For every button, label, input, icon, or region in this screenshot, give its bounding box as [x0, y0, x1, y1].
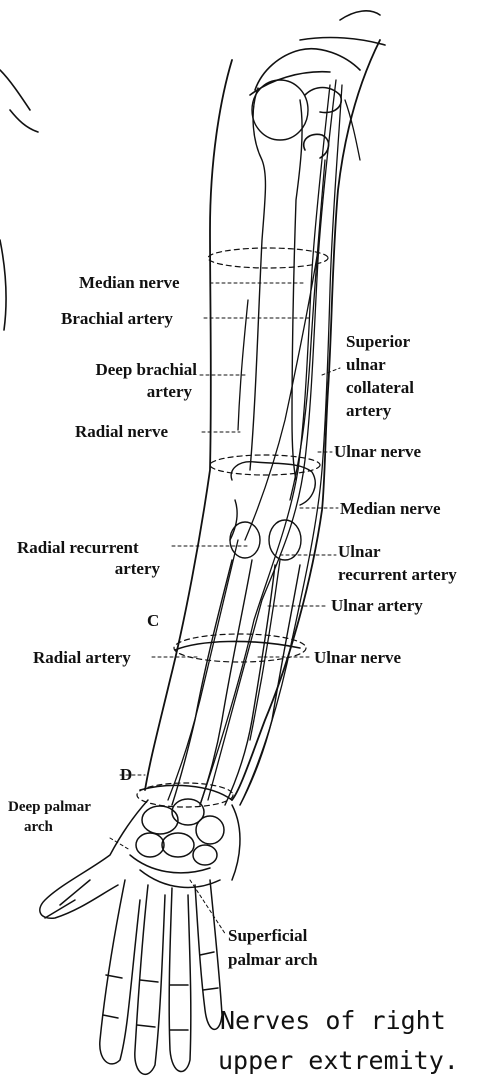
label-ulnar-nerve-lower: Ulnar nerve	[314, 648, 401, 667]
label-section-c: C	[147, 611, 159, 630]
label-radial-artery: Radial artery	[33, 648, 131, 667]
arm-outline	[145, 40, 380, 800]
humerus-bone	[250, 80, 308, 480]
label-ulnar-artery: Ulnar artery	[331, 596, 423, 615]
label-deep-brachial-artery-line1: Deep brachial	[60, 360, 197, 379]
label-ulnar-nerve-upper: Ulnar nerve	[334, 442, 421, 461]
label-ulnar-recurrent-artery-line1: Ulnar	[338, 542, 381, 561]
label-superior-ulnar-collateral-line2: ulnar	[346, 355, 386, 374]
section-rings-solid	[140, 641, 300, 800]
label-superficial-palmar-arch-line1: Superficial	[228, 926, 307, 945]
label-radial-recurrent-artery-line2: artery	[17, 559, 160, 578]
label-section-d: D	[120, 765, 132, 784]
figure-caption-line1: Nerves of right	[220, 1003, 446, 1039]
label-radial-recurrent-artery-line1: Radial recurrent	[17, 538, 139, 557]
label-superficial-palmar-arch-line2: palmar arch	[228, 950, 318, 969]
label-brachial-artery: Brachial artery	[61, 309, 173, 328]
label-superior-ulnar-collateral-line3: collateral	[346, 378, 414, 397]
shoulder-outline	[0, 11, 385, 330]
figure-caption-line2: upper extremity.	[218, 1043, 459, 1079]
forearm-bones	[172, 560, 300, 805]
label-radial-nerve: Radial nerve	[75, 422, 168, 441]
label-ulnar-recurrent-artery-line2: recurrent artery	[338, 565, 457, 584]
label-median-nerve-elbow: Median nerve	[340, 499, 441, 518]
section-rings	[137, 248, 328, 807]
label-deep-brachial-artery-line2: artery	[60, 382, 192, 401]
hand-drawing	[40, 799, 240, 1074]
label-median-nerve-upper: Median nerve	[79, 273, 180, 292]
nerves-and-vessels	[168, 80, 360, 805]
label-superior-ulnar-collateral-line1: Superior	[346, 332, 410, 351]
label-deep-palmar-arch-line2: arch	[24, 818, 53, 837]
label-deep-palmar-arch-line1: Deep palmar	[8, 798, 91, 817]
label-superior-ulnar-collateral-line4: artery	[346, 401, 391, 420]
